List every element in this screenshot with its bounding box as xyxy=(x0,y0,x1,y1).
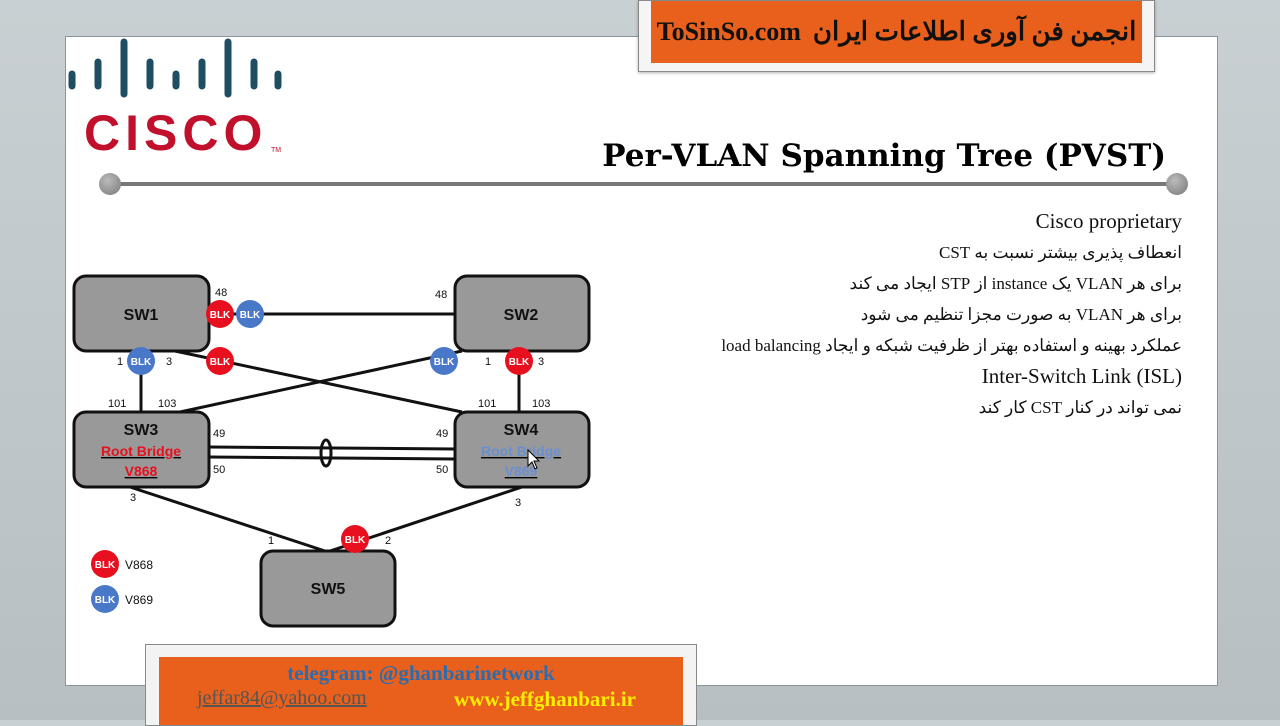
port-label: 1 xyxy=(485,356,491,368)
switch-sw5 xyxy=(259,549,397,628)
port-label: 101 xyxy=(108,398,126,410)
divider-knob-right xyxy=(1166,173,1188,195)
blk-label: BLK xyxy=(345,535,366,546)
top-banner: ToSinSo.com انجمن فن آوری اطلاعات ایران xyxy=(638,0,1155,72)
blk-marker-v869 xyxy=(430,347,458,375)
slide xyxy=(65,36,1218,686)
bullet-item: عملکرد بهینه و استفاده بهتر از ظرفیت شبک… xyxy=(721,336,1182,355)
cisco-logo: CISCO TM xyxy=(68,38,282,158)
legend-marker-v869 xyxy=(91,585,119,613)
switch-sw3 xyxy=(72,410,211,489)
bullet-item: Inter-Switch Link (ISL) xyxy=(981,364,1182,388)
blk-label: BLK xyxy=(509,357,530,368)
divider-knob-left xyxy=(99,173,121,195)
port-label: 3 xyxy=(130,492,136,504)
link-sw2-sw3 xyxy=(179,349,463,414)
blk-marker-v868 xyxy=(206,347,234,375)
port-label: 50 xyxy=(213,464,225,476)
bullet-item: برای هر VLAN به صورت مجزا تنظیم می شود xyxy=(860,305,1182,324)
port-label: 1 xyxy=(117,356,123,368)
legend-label: V868 xyxy=(125,558,153,572)
email-link[interactable]: jeffar84@yahoo.com xyxy=(197,687,367,709)
blk-label: BLK xyxy=(210,310,231,321)
switch-label: SW4 xyxy=(504,422,539,439)
bottom-banner: telegram: @ghanbarinetwork jeffar84@yaho… xyxy=(145,644,697,726)
switch-label: SW1 xyxy=(124,307,159,324)
root-bridge-label: Root Bridge xyxy=(481,443,561,459)
blk-label: BLK xyxy=(240,310,261,321)
trademark: TM xyxy=(271,147,281,154)
port-label: 1 xyxy=(268,535,274,547)
cisco-wordmark: CISCO xyxy=(84,105,267,158)
blk-label: BLK xyxy=(95,560,116,571)
port-label: 49 xyxy=(213,428,225,440)
etherchannel-icon xyxy=(319,438,333,468)
port-label: 2 xyxy=(385,535,391,547)
bullet-item: انعطاف پذیری بیشتر نسبت به CST xyxy=(938,243,1182,262)
port-label: 103 xyxy=(532,398,550,410)
legend-label: V869 xyxy=(125,593,153,607)
blocked-port-markers: BLK BLK BLK BLK BLK BLK BLK xyxy=(127,300,533,553)
legend: BLK V868 BLK V869 xyxy=(91,550,153,613)
blk-marker-v869 xyxy=(236,300,264,328)
port-label: 101 xyxy=(478,398,496,410)
title-divider xyxy=(110,182,1176,186)
switch-label: SW5 xyxy=(311,581,346,598)
blk-marker-v868 xyxy=(341,525,369,553)
port-label: 48 xyxy=(215,287,227,299)
mouse-cursor-icon xyxy=(527,448,541,470)
port-label: 3 xyxy=(515,497,521,509)
port-label: 49 xyxy=(436,428,448,440)
switch-label: SW2 xyxy=(504,307,539,324)
blk-label: BLK xyxy=(210,357,231,368)
bullet-item: نمی تواند در کنار CST کار کند xyxy=(978,398,1182,417)
blk-label: BLK xyxy=(131,357,152,368)
root-bridge-label: Root Bridge xyxy=(101,443,181,459)
blk-marker-v868 xyxy=(505,347,533,375)
port-label: 3 xyxy=(166,356,172,368)
bullet-item: Cisco proprietary xyxy=(1035,209,1182,233)
port-labels: 48 48 1 3 1 3 101 103 101 103 49 50 49 5… xyxy=(108,287,550,547)
blk-label: BLK xyxy=(434,357,455,368)
bullet-list: Cisco proprietary انعطاف پذیری بیشتر نسب… xyxy=(721,206,1182,423)
page-title: Per-VLAN Spanning Tree (PVST) xyxy=(602,138,1166,174)
blk-label: BLK xyxy=(95,595,116,606)
site-name: ToSinSo.com xyxy=(656,17,801,46)
root-bridge-vlan: V869 xyxy=(505,463,538,479)
blk-marker-v869 xyxy=(127,347,155,375)
bullet-item: برای هر VLAN یک instance از STP ایجاد می… xyxy=(849,274,1182,293)
org-name: انجمن فن آوری اطلاعات ایران xyxy=(812,17,1137,46)
switch-sw4 xyxy=(453,410,591,489)
switch-label: SW3 xyxy=(124,422,159,439)
root-bridge-vlan: V868 xyxy=(125,463,158,479)
port-label: 50 xyxy=(436,464,448,476)
blk-marker-v868 xyxy=(206,300,234,328)
port-label: 103 xyxy=(158,398,176,410)
link-sw3-sw5 xyxy=(129,485,326,553)
legend-marker-v868 xyxy=(91,550,119,578)
telegram-handle: telegram: @ghanbarinetwork xyxy=(287,661,555,685)
website-link[interactable]: www.jeffghanbari.ir xyxy=(454,687,636,711)
port-label: 3 xyxy=(538,356,544,368)
port-label: 48 xyxy=(435,289,447,301)
